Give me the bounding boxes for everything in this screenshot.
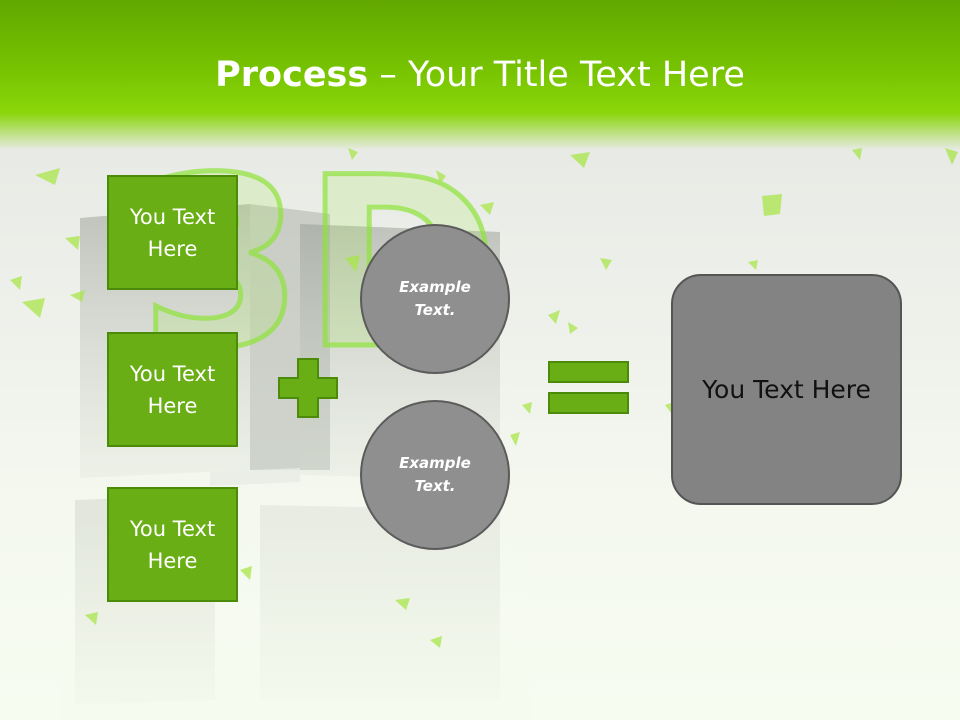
example-circle-2[interactable]: Example Text.	[360, 400, 510, 550]
equals-icon[interactable]	[548, 361, 629, 415]
example-circle-2-label: Example Text.	[399, 454, 471, 495]
title-bold: Process	[215, 55, 369, 95]
title-bar	[0, 0, 960, 150]
result-box-label: You Text Here	[702, 374, 871, 404]
input-box-3-label: You Text Here	[129, 516, 216, 573]
example-circle-1[interactable]: Example Text.	[360, 224, 510, 374]
slide-title[interactable]: Process – Your Title Text Here	[0, 52, 960, 98]
input-box-2[interactable]: You Text Here	[107, 332, 238, 447]
input-box-3[interactable]: You Text Here	[107, 487, 238, 602]
input-box-1-label: You Text Here	[129, 204, 216, 261]
input-box-2-label: You Text Here	[129, 361, 216, 418]
input-box-1[interactable]: You Text Here	[107, 175, 238, 290]
result-box[interactable]: You Text Here	[671, 274, 902, 505]
example-circle-1-label: Example Text.	[399, 278, 471, 319]
title-rest: – Your Title Text Here	[368, 55, 745, 95]
plus-icon[interactable]	[277, 357, 339, 419]
